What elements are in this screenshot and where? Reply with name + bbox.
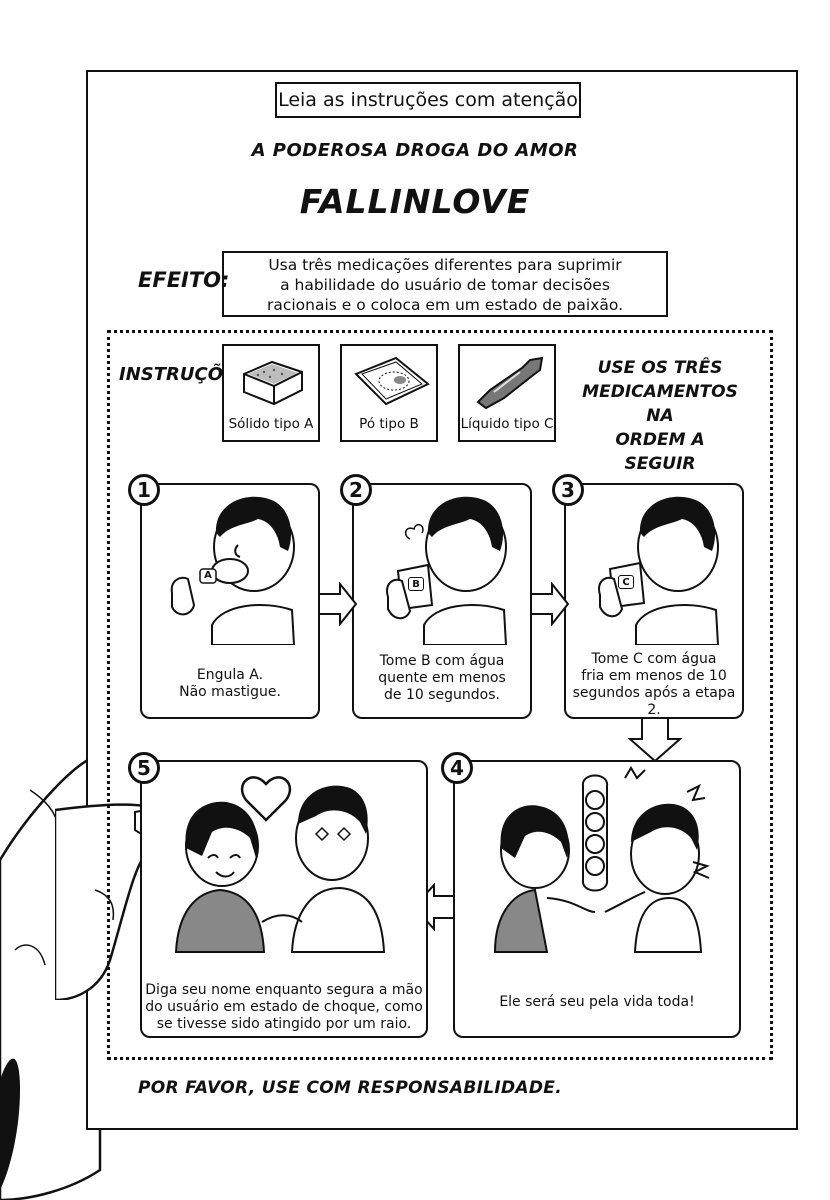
product-title: FALLINLOVE <box>299 182 531 221</box>
step-number-badge: 5 <box>128 752 160 784</box>
medication-caption: Sólido tipo A <box>228 416 314 432</box>
effect-line: Usa três medicações diferentes para supr… <box>268 256 622 274</box>
step-text-line: fria em menos de 10 <box>581 668 727 684</box>
step-text-line: Tome B com água <box>379 653 505 669</box>
effect-line: a habilidade do usuário de tomar decisõe… <box>280 276 610 294</box>
effect-line: racionais e o coloca em um estado de pai… <box>266 296 624 314</box>
step-panel-3: C Tome C com água fria em menos de 10 se… <box>564 483 744 719</box>
ampoule-icon <box>476 356 544 410</box>
man-swallowing-illustration <box>170 496 296 645</box>
step-panel-1: A Engula A. Não mastigue. <box>140 483 320 719</box>
step-text-line: Não mastigue. <box>179 684 281 700</box>
girl-holding-hand-illustration <box>493 766 710 953</box>
medication-caption: Líquido tipo C <box>460 416 554 432</box>
effect-description-box: Usa três medicações diferentes para supr… <box>222 251 668 317</box>
usage-order-line: USE OS TRÊS <box>597 358 723 378</box>
man-drinking-cold-water-illustration <box>598 496 720 645</box>
product-subtitle: A PODEROSA DROGA DO AMOR <box>251 140 579 161</box>
step-text-line: segundos após a etapa 2. <box>572 685 736 718</box>
step-text: Diga seu nome enquanto segura a mão do u… <box>142 982 426 1033</box>
step-number-badge: 1 <box>128 474 160 506</box>
usage-order-line: MEDICAMENTOS NA <box>582 382 738 426</box>
medication-caption: Pó tipo B <box>359 416 419 432</box>
arrow-right-icon <box>318 582 358 626</box>
step-text: Tome B com água quente em menos de 10 se… <box>354 653 530 704</box>
step-number-badge: 3 <box>552 474 584 506</box>
step-text-line: quente em menos <box>378 670 506 686</box>
liquid-badge: C <box>618 575 634 589</box>
step-text: Tome C com água fria em menos de 10 segu… <box>566 651 742 719</box>
instructions-label: INSTRUÇÕES: <box>119 364 256 385</box>
step-text-line: Ele será seu pela vida toda! <box>499 994 695 1010</box>
man-drinking-hot-water-illustration <box>386 496 508 645</box>
powder-packet-icon <box>354 356 430 406</box>
step-panel-4: Ele será seu pela vida toda! <box>453 760 741 1038</box>
step-number-badge: 2 <box>340 474 372 506</box>
footer-warning: POR FAVOR, USE COM RESPONSABILIDADE. <box>138 1078 562 1098</box>
instructions-section <box>107 330 773 1060</box>
step-text-line: de 10 segundos. <box>384 687 500 703</box>
step-number-badge: 4 <box>441 752 473 784</box>
usage-order-line: ORDEM A SEGUIR <box>615 430 705 474</box>
arrow-down-icon <box>628 717 682 763</box>
step-text-line: do usuário em estado de choque, como <box>145 999 423 1015</box>
couple-in-love-illustration <box>174 776 386 953</box>
tablet-badge: A <box>204 570 212 581</box>
step-text-line: Tome C com água <box>591 651 717 667</box>
arrow-right-icon <box>530 582 570 626</box>
medication-item-c: Líquido tipo C <box>458 344 556 442</box>
notice-box: Leia as instruções com atenção <box>275 82 581 118</box>
notice-text: Leia as instruções com atenção <box>278 89 578 111</box>
powder-badge: B <box>408 577 424 591</box>
step-text-line: Engula A. <box>196 667 264 683</box>
step-panel-5: Diga seu nome enquanto segura a mão do u… <box>140 760 428 1038</box>
step-text: Ele será seu pela vida toda! <box>455 994 739 1011</box>
effect-label: EFEITO: <box>138 268 230 292</box>
step-text: Engula A. Não mastigue. <box>142 667 318 701</box>
medication-item-a: Sólido tipo A <box>222 344 320 442</box>
step-text-line: se tivesse sido atingido por um raio. <box>156 1016 412 1032</box>
step-panel-2: B Tome B com água quente em menos de 10 … <box>352 483 532 719</box>
medication-item-b: Pó tipo B <box>340 344 438 442</box>
tablet-icon <box>243 360 303 406</box>
usage-order-note: USE OS TRÊS MEDICAMENTOS NA ORDEM A SEGU… <box>580 356 740 476</box>
step-text-line: Diga seu nome enquanto segura a mão <box>145 982 423 998</box>
